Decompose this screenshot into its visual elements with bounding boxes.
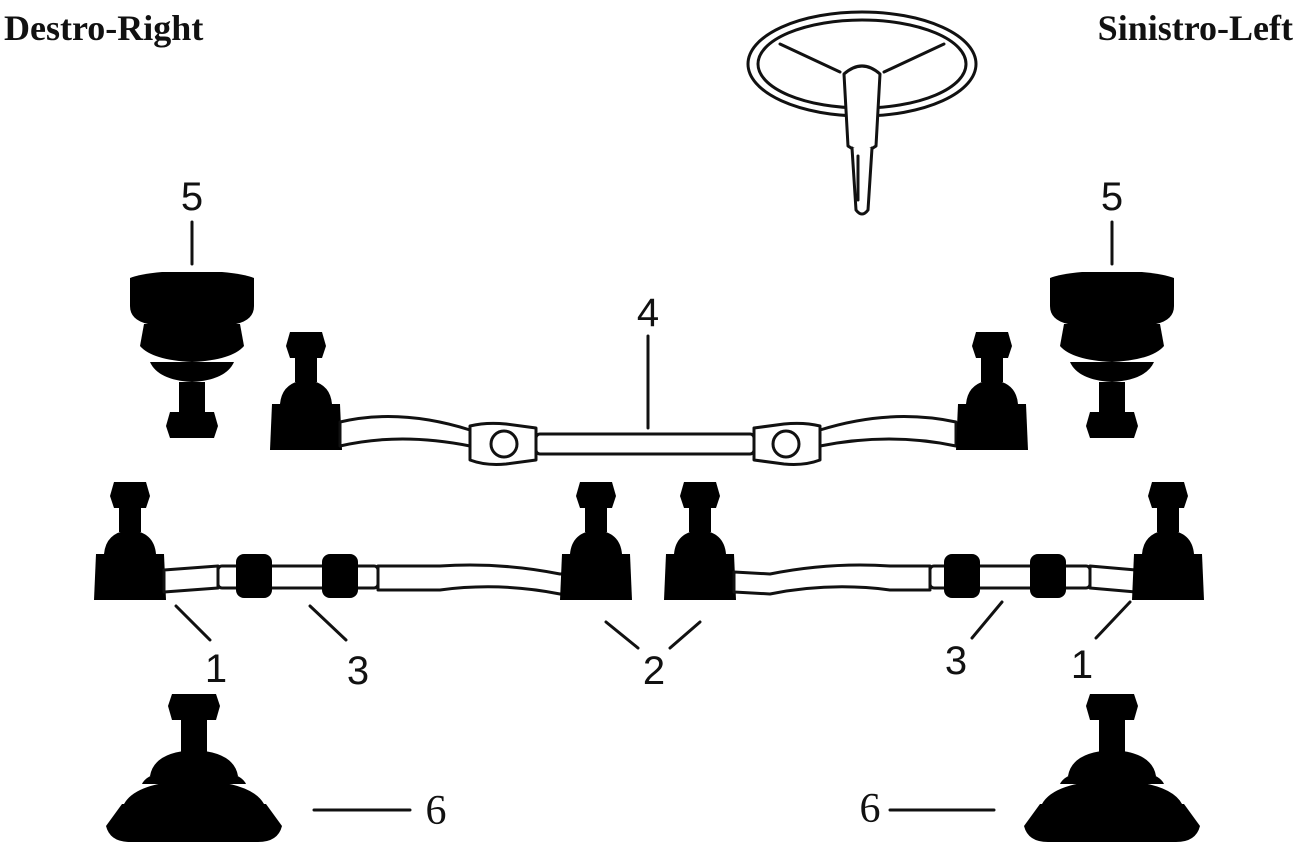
callout-5-left: 5	[1101, 175, 1123, 219]
callout-1-right: 1	[205, 647, 227, 691]
callout-3-right: 3	[347, 649, 369, 693]
callout-6-right: 6	[426, 788, 447, 834]
callout-1-left: 1	[1071, 643, 1093, 687]
lower-ball-joint-right	[106, 694, 282, 842]
right-side-label: Destro-Right	[4, 8, 204, 48]
adjusting-sleeve-left	[928, 554, 1092, 598]
callout-3-left: 3	[945, 639, 967, 683]
adjusting-sleeve-right	[216, 554, 380, 598]
callout-5-right: 5	[181, 175, 203, 219]
inner-tie-rod-right	[376, 482, 632, 600]
callout-6-left: 6	[860, 786, 881, 832]
upper-ball-joint-left	[1050, 272, 1174, 438]
tie-rod-end-right	[94, 482, 220, 600]
tie-rod-end-left	[1088, 482, 1204, 600]
steering-wheel-icon	[746, 10, 978, 216]
inner-tie-rod-left	[664, 482, 932, 600]
lower-ball-joint-left	[1024, 694, 1200, 842]
left-side-label: Sinistro-Left	[1097, 8, 1293, 48]
callout-2: 2	[643, 649, 665, 693]
callout-4: 4	[637, 291, 659, 335]
upper-ball-joint-right	[130, 272, 254, 438]
leader-lines	[174, 220, 1132, 812]
center-link	[270, 332, 1028, 466]
